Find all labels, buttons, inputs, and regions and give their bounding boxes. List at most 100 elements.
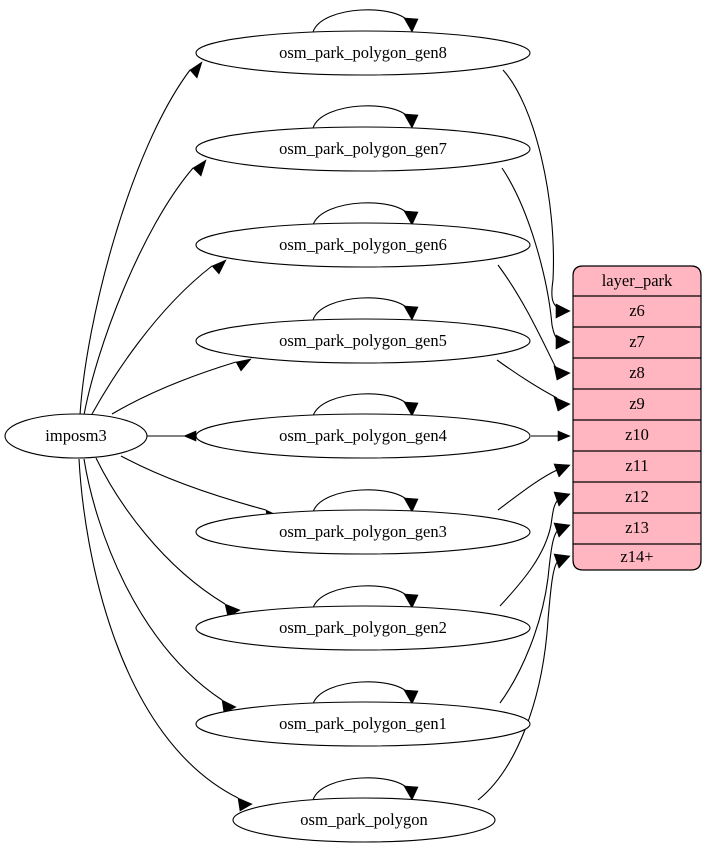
self-loop-gen7 — [312, 105, 411, 129]
record-cell-z10: z10 — [625, 425, 649, 444]
self-loop-gen3 — [312, 489, 411, 513]
node-imposm3-shape[interactable] — [4, 413, 148, 459]
edge-imposm3-to-gen3 — [120, 455, 267, 511]
edge-gen3-to-z11 — [497, 469, 558, 511]
edge-osm-park-polygon-to-z14 — [477, 560, 559, 801]
node-osm-park-polygon-shape[interactable] — [232, 797, 496, 843]
arrowhead-imposm3-to-gen1 — [221, 699, 237, 714]
record-row-z6[interactable]: z6 — [573, 301, 701, 328]
node-gen6-shape[interactable] — [195, 222, 531, 268]
node-gen8-shape[interactable] — [195, 30, 531, 76]
arrowhead-osm-park-polygon-to-z14 — [553, 553, 571, 569]
arrowhead-imposm3-to-gen6 — [211, 259, 227, 275]
record-row-z14plus[interactable]: z14+ — [620, 547, 653, 566]
record-cell-z9: z9 — [629, 394, 645, 413]
self-loop-gen8 — [312, 9, 411, 33]
node-osm-park-polygon-gen3[interactable]: osm_park_polygon_gen3 — [195, 509, 531, 555]
arrowhead-self-loop-gen2 — [403, 593, 419, 609]
record-cell-z14plus: z14+ — [620, 547, 653, 566]
node-gen8-label: osm_park_polygon_gen8 — [279, 43, 447, 62]
node-osm-park-polygon-gen8[interactable]: osm_park_polygon_gen8 — [195, 30, 531, 76]
record-row-z12[interactable]: z12 — [573, 487, 701, 514]
node-osm-park-polygon-gen5[interactable]: osm_park_polygon_gen5 — [195, 318, 531, 364]
node-gen1-shape[interactable] — [195, 701, 531, 747]
edge-gen1-to-z13 — [499, 529, 559, 704]
record-row-z13[interactable]: z13 — [573, 518, 701, 545]
arrowhead-imposm3-to-gen4 — [183, 430, 197, 442]
edge-imposm3-to-gen6 — [91, 265, 213, 415]
self-loop-gen5 — [312, 297, 411, 321]
node-gen6-label: osm_park_polygon_gen6 — [279, 235, 447, 254]
record-row-header[interactable]: layer_park — [573, 271, 701, 297]
arrowhead-imposm3-to-gen5 — [235, 358, 252, 372]
edges-from-imposm3 — [78, 61, 282, 812]
arrowhead-self-loop-gen4 — [403, 401, 419, 417]
arrowhead-gen7-to-z7 — [555, 334, 571, 350]
node-gen2-label: osm_park_polygon_gen2 — [279, 618, 447, 637]
record-cell-z13: z13 — [625, 518, 649, 537]
arrowhead-self-loop-gen5 — [403, 305, 419, 321]
record-cell-z12: z12 — [625, 487, 649, 506]
record-layer-park[interactable]: layer_park z6 z7 z8 z9 z10 — [572, 265, 702, 571]
edge-imposm3-to-gen8 — [79, 69, 191, 416]
arrowhead-self-loop-gen1 — [403, 689, 419, 705]
self-loop-gen6 — [312, 202, 411, 226]
record-row-z7[interactable]: z7 — [573, 332, 701, 359]
edge-imposm3-to-gen7 — [83, 167, 194, 416]
node-gen5-shape[interactable] — [195, 318, 531, 364]
edge-gen8-to-z6 — [502, 69, 561, 311]
record-row-z10[interactable]: z10 — [573, 425, 701, 452]
edge-imposm3-to-osm-park-polygon — [78, 458, 239, 799]
arrowhead-gen4-to-z10 — [557, 430, 571, 442]
arrowhead-gen6-to-z8 — [553, 365, 571, 381]
arrowhead-self-loop-gen7 — [403, 113, 419, 129]
node-gen5-label: osm_park_polygon_gen5 — [279, 331, 447, 350]
arrowhead-imposm3-to-gen7 — [192, 159, 207, 177]
arrowhead-self-loop-gen3 — [403, 497, 419, 513]
node-gen2-shape[interactable] — [195, 605, 531, 651]
arrowhead-gen5-to-z9 — [553, 396, 571, 412]
arrowhead-self-loop-osm-park-polygon — [403, 785, 419, 801]
record-row-z9[interactable]: z9 — [573, 394, 701, 421]
node-osm-park-polygon-label: osm_park_polygon — [300, 810, 427, 829]
record-header-label: layer_park — [602, 271, 673, 290]
record-outline — [572, 265, 702, 571]
node-osm-park-polygon-gen2[interactable]: osm_park_polygon_gen2 — [195, 605, 531, 651]
node-gen7-label: osm_park_polygon_gen7 — [279, 139, 447, 158]
node-osm-park-polygon-gen7[interactable]: osm_park_polygon_gen7 — [195, 126, 531, 172]
self-loop-osm-park-polygon — [312, 777, 411, 801]
node-osm-park-polygon[interactable]: osm_park_polygon — [232, 797, 496, 843]
arrowhead-gen3-to-z11 — [553, 463, 571, 478]
node-osm-park-polygon-gen6[interactable]: osm_park_polygon_gen6 — [195, 222, 531, 268]
record-row-z8[interactable]: z8 — [573, 363, 701, 390]
self-loop-gen1 — [312, 681, 411, 705]
edges-to-layer-park — [477, 69, 571, 801]
edge-imposm3-to-gen2 — [95, 457, 226, 605]
edge-imposm3-to-gen1 — [83, 458, 223, 701]
arrowhead-gen2-to-z12 — [553, 491, 571, 507]
arrowhead-imposm3-to-gen8 — [189, 61, 203, 79]
self-loop-gen4 — [312, 393, 411, 417]
edge-gen5-to-z9 — [496, 359, 558, 399]
node-osm-park-polygon-gen1[interactable]: osm_park_polygon_gen1 — [195, 701, 531, 747]
node-gen4-label: osm_park_polygon_gen4 — [279, 426, 447, 445]
record-cell-z6: z6 — [629, 301, 645, 320]
edge-gen2-to-z12 — [499, 499, 559, 607]
arrowhead-gen8-to-z6 — [555, 303, 571, 319]
record-cell-z7: z7 — [629, 332, 645, 351]
node-imposm3-label: imposm3 — [45, 426, 106, 445]
record-cell-z8: z8 — [629, 363, 645, 382]
node-gen3-shape[interactable] — [195, 509, 531, 555]
arrowhead-self-loop-gen6 — [403, 210, 419, 226]
self-loops — [312, 9, 419, 801]
edge-imposm3-to-gen5 — [111, 361, 237, 415]
edge-gen6-to-z8 — [497, 264, 557, 369]
node-imposm3[interactable]: imposm3 — [4, 413, 148, 459]
arrowhead-imposm3-to-osm-park-polygon — [237, 797, 253, 812]
record-row-z11[interactable]: z11 — [573, 456, 701, 483]
node-gen4-shape[interactable] — [195, 413, 531, 459]
node-gen7-shape[interactable] — [195, 126, 531, 172]
node-osm-park-polygon-gen4[interactable]: osm_park_polygon_gen4 — [195, 413, 531, 459]
